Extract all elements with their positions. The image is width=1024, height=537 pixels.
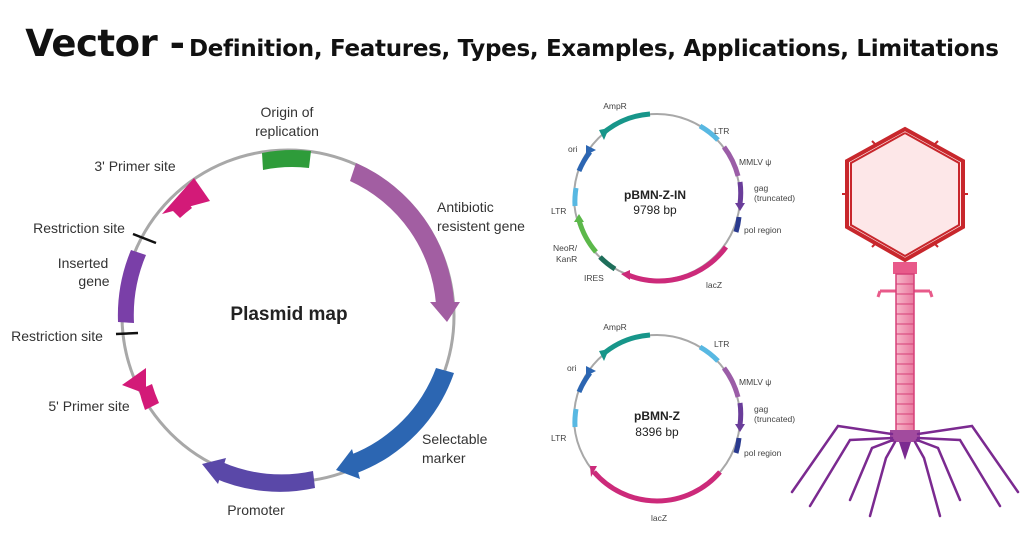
phage-tail-fibers — [790, 424, 1020, 518]
phage-head-facets — [842, 132, 968, 258]
pbmn-z-gag-head — [735, 424, 745, 432]
pbmn-z-in-label-lacz: lacZ — [706, 280, 722, 290]
pbmn-z-pol — [733, 437, 742, 454]
pbmn-z-in-pol — [733, 216, 742, 233]
bacteriophage-icon — [790, 126, 1020, 518]
restriction-site-bottom-marker — [115, 331, 139, 336]
pbmn-z-ampr-head — [599, 349, 609, 361]
pbmn-z-in-ori-head — [586, 145, 596, 155]
pbmn-z-in-label-kanr: KanR — [556, 254, 577, 264]
pbmn-z-in-gag-head — [735, 203, 745, 211]
pbmn-z-in-label-ampr: AmpR — [603, 101, 627, 111]
phage-tail-rings — [896, 283, 914, 425]
pbmn-z-in-label-gag: gag — [754, 183, 768, 193]
pbmn-z-in-label-pol: pol region — [744, 225, 782, 235]
label-primer3: 3' Primer site — [94, 158, 175, 174]
pbmn-z-in-map: pBMN-Z-IN 9798 bp AmpR LTR MMLV ψ gag (t… — [551, 101, 795, 290]
page-title: Vector - Definition, Features, Types, Ex… — [0, 22, 1024, 65]
pbmn-z-lacz-head — [590, 466, 597, 477]
plasmid-map: Plasmid map Origin of replication 3' Pri… — [11, 104, 525, 518]
pbmn-z-size: 8396 bp — [635, 425, 679, 439]
pbmn-z-in-label-ires: IRES — [584, 273, 604, 283]
phage-whisker-right — [928, 290, 934, 298]
pbmn-z-in-lacz-head — [621, 270, 630, 280]
label-selectable-1: Selectable — [422, 431, 488, 447]
restriction-site-top-marker — [132, 232, 157, 245]
pbmn-z-lacz — [592, 470, 722, 504]
title-main: Vector - — [25, 22, 185, 65]
pbmn-z-ltr-top — [698, 344, 720, 363]
pbmn-z-in-ltr-top — [698, 123, 720, 142]
title-subtitle: Definition, Features, Types, Examples, A… — [188, 36, 999, 62]
pbmn-z-in-label-ltr-top: LTR — [714, 126, 729, 136]
pbmn-z-in-label-ori: ori — [568, 144, 578, 154]
phage-tail-spike — [899, 442, 911, 460]
phage-baseplate — [890, 430, 920, 442]
pbmn-z-label-ltr-top: LTR — [714, 339, 729, 349]
pbmn-z-mmlv — [721, 366, 741, 398]
pbmn-z-in-gag — [737, 181, 744, 205]
plasmid-map-title: Plasmid map — [230, 304, 347, 325]
label-promoter: Promoter — [227, 502, 285, 518]
pbmn-z-label-gag-sub: (truncated) — [754, 414, 795, 424]
selectable-marker-arrow — [350, 368, 454, 473]
pbmn-z-name: pBMN-Z — [634, 409, 680, 423]
pbmn-z-label-ampr: AmpR — [603, 322, 627, 332]
pbmn-z-label-pol: pol region — [744, 448, 782, 458]
label-antibiotic-2: resistent gene — [437, 218, 525, 234]
pbmn-z-in-neor-head — [574, 214, 584, 222]
pbmn-z-ltr-left — [572, 408, 579, 428]
promoter-arrow — [214, 462, 315, 492]
origin-of-replication-segment — [262, 150, 311, 170]
phage-whisker-left — [876, 290, 882, 298]
pbmn-z-in-ires — [598, 255, 617, 272]
pbmn-z-label-ori: ori — [567, 363, 577, 373]
primer3-arrowhead — [162, 178, 210, 214]
pbmn-z-in-label-gag-sub: (truncated) — [754, 193, 795, 203]
promoter-arrowhead — [202, 458, 226, 484]
label-inserted-1: Inserted — [58, 255, 109, 271]
phage-collar — [893, 262, 917, 274]
label-selectable-2: marker — [422, 450, 466, 466]
antibiotic-gene-arrowhead — [430, 302, 460, 322]
pbmn-z-in-label-neor: NeoR/ — [553, 243, 578, 253]
pbmn-z-in-label-mmlv: MMLV ψ — [739, 157, 771, 167]
pbmn-z-in-ampr-head — [599, 128, 609, 140]
pbmn-z-in-mmlv — [721, 145, 741, 177]
label-origin-1: Origin of — [261, 104, 314, 120]
pbmn-z-in-ltr-left — [572, 187, 579, 207]
pbmn-z-label-ltr-left: LTR — [551, 433, 566, 443]
pbmn-z-ampr — [600, 332, 651, 357]
label-inserted-2: gene — [78, 273, 109, 289]
pbmn-z-in-lacz — [627, 245, 729, 284]
pbmn-z-in-neor — [576, 219, 598, 254]
selectable-marker-arrowhead — [336, 449, 360, 479]
pbmn-z-gag — [737, 402, 744, 426]
pbmn-z-label-mmlv: MMLV ψ — [739, 377, 771, 387]
label-antibiotic-1: Antibiotic — [437, 199, 494, 215]
pbmn-z-ori-head — [586, 366, 596, 376]
pbmn-z-label-gag: gag — [754, 404, 768, 414]
pbmn-z-in-ampr — [600, 111, 651, 136]
label-origin-2: replication — [255, 123, 319, 139]
phage-tail-sheath — [895, 273, 915, 433]
pbmn-z-in-name: pBMN-Z-IN — [624, 188, 686, 202]
antibiotic-gene-arrow — [350, 163, 454, 304]
pbmn-z-in-label-ltr-left: LTR — [551, 206, 566, 216]
label-primer5: 5' Primer site — [48, 398, 129, 414]
pbmn-z-label-lacz: lacZ — [651, 513, 667, 523]
pbmn-z-map: pBMN-Z 8396 bp AmpR LTR MMLV ψ gag (trun… — [551, 322, 795, 523]
pbmn-z-in-size: 9798 bp — [633, 203, 677, 217]
label-restriction-top: Restriction site — [33, 220, 125, 236]
phage-head — [845, 126, 965, 263]
inserted-gene-segment — [117, 250, 146, 323]
primer5-arrowhead — [122, 368, 146, 394]
label-restriction-bottom: Restriction site — [11, 328, 103, 344]
